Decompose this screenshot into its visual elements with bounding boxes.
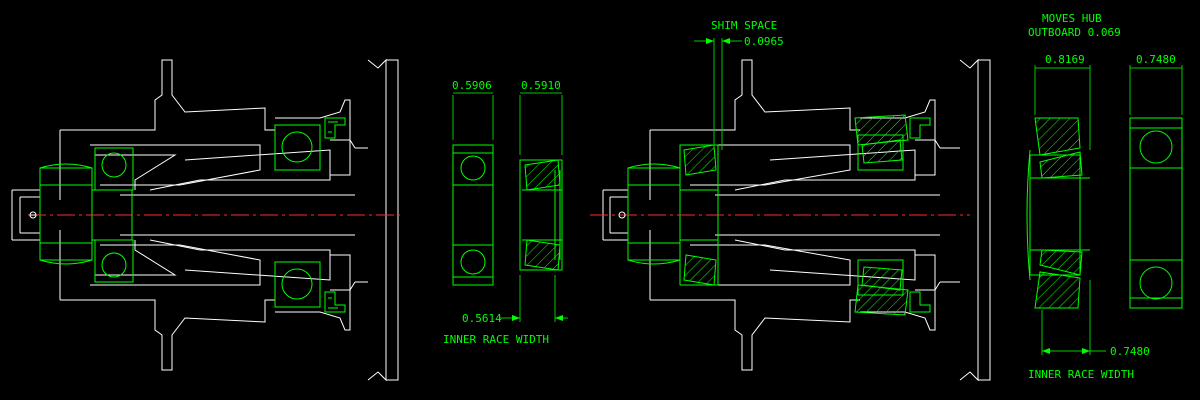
left-inner-race-caption: INNER RACE WIDTH — [443, 333, 549, 346]
right-center-mark — [618, 211, 626, 219]
right-detail-dim-ball: 0.7480 — [1129, 53, 1183, 115]
right-detail-dim-inner-race: 0.7480 INNER RACE WIDTH — [1028, 280, 1150, 381]
right-ball-width-label: 0.7480 — [1136, 53, 1176, 66]
left-detail-dim-inner-race: 0.5614 INNER RACE WIDTH — [443, 275, 568, 346]
right-knuckle — [940, 58, 991, 382]
left-detail-dim-taper: 0.5910 — [519, 79, 563, 155]
moves-hub-line2: OUTBOARD 0.069 — [1028, 26, 1121, 39]
left-seal — [324, 117, 346, 313]
right-outer-taper-bearing — [854, 114, 909, 316]
right-inner-race-caption: INNER RACE WIDTH — [1028, 368, 1134, 381]
left-inner-race-value: 0.5614 — [462, 312, 502, 325]
shim-space-value: 0.0965 — [744, 35, 784, 48]
right-spindle-nut — [627, 163, 719, 265]
right-inner-race-value: 0.7480 — [1110, 345, 1150, 358]
left-ball-width-label: 0.5906 — [452, 79, 492, 92]
moves-hub-line1: MOVES HUB — [1042, 12, 1102, 25]
right-assembly: SHIM SPACE 0.0965 — [590, 19, 991, 382]
right-taper-width-label: 0.8169 — [1045, 53, 1085, 66]
left-taper-width-label: 0.5910 — [521, 79, 561, 92]
shim-space-label: SHIM SPACE — [711, 19, 777, 32]
left-detail-ball-bearing — [452, 144, 494, 286]
right-seal — [909, 117, 931, 313]
left-detail-taper-bearing — [519, 159, 563, 271]
right-shim-dimension: SHIM SPACE 0.0965 — [694, 19, 784, 150]
left-outer-bearing — [274, 124, 321, 308]
left-hub-outline — [11, 59, 356, 371]
left-knuckle — [355, 58, 399, 382]
right-detail-dim-taper: 0.8169 — [1034, 53, 1091, 150]
left-detail-dim-ball: 0.5906 — [452, 79, 494, 140]
right-inner-taper-bearing — [679, 144, 719, 286]
left-assembly — [11, 58, 400, 382]
right-detail-taper-bearing — [1026, 117, 1090, 309]
left-inner-bearing — [94, 147, 134, 283]
right-detail-ball-bearing — [1129, 117, 1183, 309]
left-spindle-nut — [39, 163, 133, 265]
